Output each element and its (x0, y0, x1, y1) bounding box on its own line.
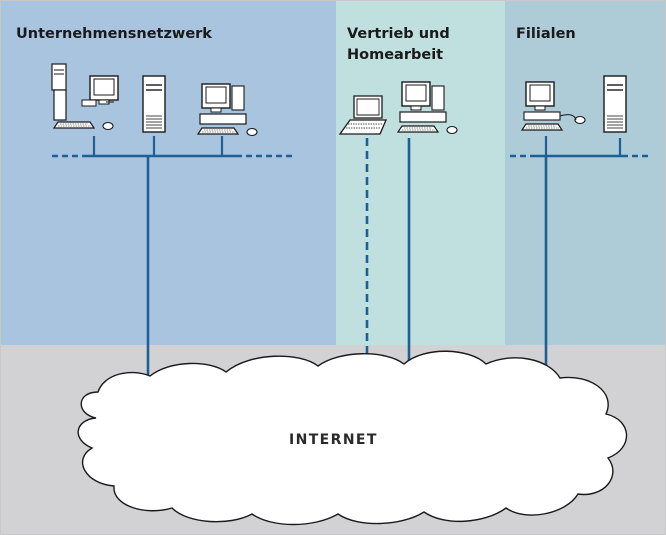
branch-server (603, 75, 627, 133)
corporate-server (142, 75, 166, 133)
sales-homework-label: Vertrieb und Homearbeit (347, 24, 497, 66)
home-workstation (397, 81, 458, 135)
branch-workstation (521, 81, 586, 131)
device-drops (92, 136, 622, 156)
corporate-network-area (0, 0, 336, 345)
branches-area (505, 0, 666, 345)
laptop (338, 95, 387, 135)
branches-label: Filialen (516, 26, 576, 42)
internet-label: INTERNET (289, 432, 378, 448)
internet-links (146, 138, 548, 388)
sales-label-line-1: Vertrieb und (347, 26, 450, 42)
corporate-workstation-1 (51, 63, 119, 131)
corporate-network-label: Unternehmensnetzwerk (16, 26, 212, 42)
sales-homework-area (336, 0, 505, 345)
corporate-workstation-2 (197, 83, 258, 137)
internet-cloud (77, 350, 628, 526)
sales-label-line-2: Homearbeit (347, 47, 444, 63)
